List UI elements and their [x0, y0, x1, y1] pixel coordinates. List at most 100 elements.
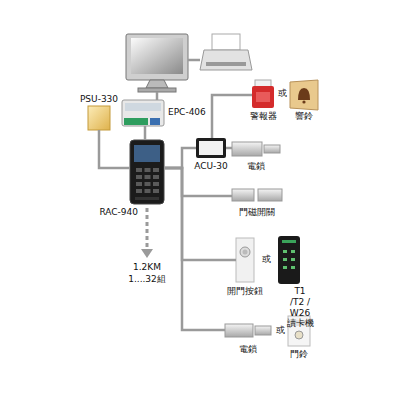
- device-node: ACU-30: [196, 138, 226, 158]
- alarm-body: [252, 86, 274, 108]
- monitor-stand: [146, 80, 168, 88]
- device-label: 響鈴: [295, 111, 313, 122]
- reader-led: [282, 240, 296, 243]
- lock-body: [232, 142, 262, 156]
- label-anchor: EPC-406: [168, 107, 206, 118]
- monitor-base: [138, 88, 176, 92]
- extension-arrowhead: [141, 249, 153, 258]
- doorbell-button: [295, 331, 303, 339]
- key: [153, 182, 159, 186]
- key: [136, 175, 142, 179]
- key: [153, 168, 159, 172]
- label-anchor: 1.2KM: [133, 262, 161, 273]
- device-node: 警報器: [252, 80, 274, 108]
- key: [136, 189, 142, 193]
- device-label: 電鎖: [239, 344, 257, 355]
- label-anchor: 電鎖: [239, 344, 257, 355]
- alarm-mount: [255, 80, 271, 87]
- printer-paper: [212, 34, 240, 50]
- device-label: T1 /T2 / W26 讀卡機: [287, 286, 314, 329]
- converter-body: [122, 100, 164, 126]
- device-label: ACU-30: [194, 161, 228, 172]
- key: [291, 258, 295, 261]
- label-anchor: 門磁開關: [239, 207, 275, 218]
- device-label: 開門按鈕: [227, 286, 263, 297]
- label-anchor: 響鈴: [295, 111, 313, 122]
- alarm-lens: [256, 92, 270, 102]
- device-node: 電鎖: [225, 320, 271, 340]
- key: [283, 266, 287, 269]
- key: [291, 250, 295, 253]
- label-anchor: PSU-330: [80, 94, 118, 105]
- bell-plate: [290, 80, 318, 110]
- note-label: 或: [262, 254, 271, 265]
- device-node: 響鈴: [290, 80, 318, 110]
- printer-body: [200, 50, 252, 70]
- bell-clapper: [302, 100, 305, 103]
- wire: [156, 92, 159, 100]
- device-label: 門鈴: [290, 349, 308, 360]
- wire-connector: [164, 168, 232, 196]
- key: [136, 182, 142, 186]
- device-label: PSU-330: [80, 94, 118, 105]
- device-node: RAC-940: [130, 140, 164, 204]
- key: [291, 266, 295, 269]
- monitor-frame: [126, 34, 188, 80]
- power-supply-box: [88, 106, 110, 130]
- wire-connector: [144, 126, 147, 140]
- device-node: 電鎖: [232, 140, 280, 158]
- device-label: 警報器: [250, 111, 277, 122]
- key: [145, 168, 151, 172]
- device-node: 開門按鈕: [236, 238, 254, 282]
- terminal-block: [124, 118, 148, 125]
- reader-keys: [283, 250, 295, 269]
- wire-connector: [99, 130, 130, 168]
- device-node: 門鈴: [288, 316, 310, 346]
- label-anchor: 電鎖: [247, 161, 265, 172]
- lock-plate: [264, 145, 280, 153]
- key: [153, 175, 159, 179]
- device-label: RAC-940: [99, 207, 138, 218]
- unit-screen: [199, 141, 223, 155]
- contact-part: [232, 189, 254, 201]
- printer-slot: [206, 62, 246, 66]
- wire: [188, 59, 200, 62]
- label-anchor: 或: [262, 254, 271, 265]
- keypad: [136, 168, 159, 193]
- device-label: 門磁開關: [239, 207, 275, 218]
- key: [283, 250, 287, 253]
- controller-screen: [134, 145, 160, 162]
- key: [136, 168, 142, 172]
- wire-connector: [164, 168, 236, 260]
- port-symbol: [150, 118, 160, 125]
- label-anchor: 警報器: [250, 111, 277, 122]
- label-anchor: 1....32組: [128, 274, 166, 285]
- note-label: 或: [278, 88, 287, 99]
- label-anchor: 開門按鈕: [227, 286, 263, 297]
- converter-panel: [125, 103, 161, 111]
- button-plate: [236, 238, 254, 282]
- device-node: 門磁開關: [232, 188, 282, 204]
- label-anchor: 或: [278, 88, 287, 99]
- wire-connector: [226, 147, 232, 150]
- controller-strip: [135, 197, 159, 200]
- bell-symbol: [298, 88, 310, 100]
- key: [153, 189, 159, 193]
- device-node: T1 /T2 / W26 讀卡機: [278, 236, 300, 284]
- key: [145, 182, 151, 186]
- device-node: PSU-330: [88, 106, 110, 130]
- device-label: EPC-406: [168, 107, 206, 118]
- note-label: 1.2KM: [133, 262, 161, 273]
- button-core: [243, 250, 248, 255]
- key: [145, 189, 151, 193]
- reader-body: [278, 236, 300, 284]
- wire-connector: [212, 95, 252, 138]
- label-anchor: 或: [276, 325, 285, 336]
- label-anchor: T1 /T2 / W26 讀卡機: [287, 286, 314, 329]
- key: [145, 175, 151, 179]
- label-anchor: 門鈴: [290, 349, 308, 360]
- button-ring: [240, 247, 250, 257]
- note-label: 1....32組: [128, 274, 166, 285]
